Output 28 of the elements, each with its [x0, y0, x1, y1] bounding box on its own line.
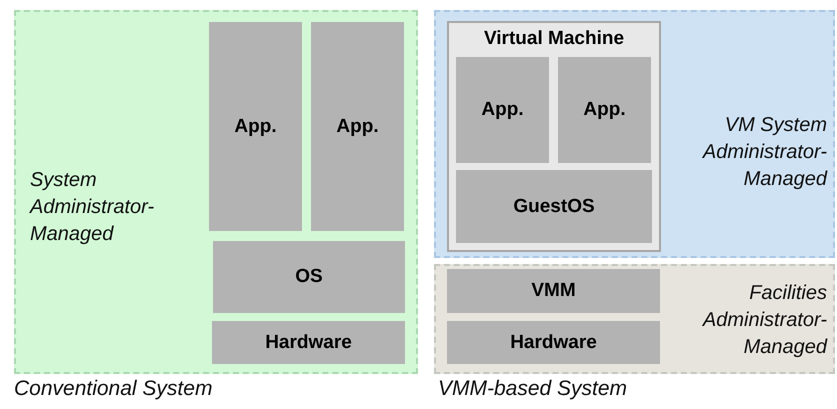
- layer-block: [456, 57, 549, 163]
- region-panel: [14, 10, 418, 374]
- region-panel: [434, 10, 835, 258]
- diagram-caption: Conventional System: [14, 376, 212, 402]
- layer-block: [212, 321, 405, 364]
- region-panel: [434, 264, 835, 374]
- layer-block: [311, 22, 404, 231]
- layer-label: OS: [295, 265, 323, 289]
- layer-label: GuestOS: [513, 194, 595, 218]
- vm-container: [447, 21, 661, 252]
- region-label: VM System Administrator-Managed: [701, 113, 827, 192]
- layer-block: [213, 241, 405, 313]
- region-label: Facilities Administrator-Managed: [701, 281, 827, 360]
- layer-label: VMM: [531, 279, 576, 303]
- layer-label: Hardware: [510, 330, 597, 354]
- layer-block: [209, 22, 302, 231]
- region-label: System Administrator-Managed: [30, 168, 156, 247]
- layer-label: App.: [234, 114, 277, 138]
- layer-label: App.: [481, 98, 524, 122]
- diagram-caption: VMM-based System: [438, 376, 628, 402]
- layer-block: [447, 321, 660, 364]
- layer-label: Hardware: [265, 330, 352, 354]
- layer-block: [447, 269, 660, 313]
- vm-title: Virtual Machine: [482, 27, 626, 51]
- layer-block: [456, 170, 652, 243]
- layer-label: App.: [336, 114, 379, 138]
- layer-label: App.: [583, 98, 626, 122]
- layer-block: [558, 57, 651, 163]
